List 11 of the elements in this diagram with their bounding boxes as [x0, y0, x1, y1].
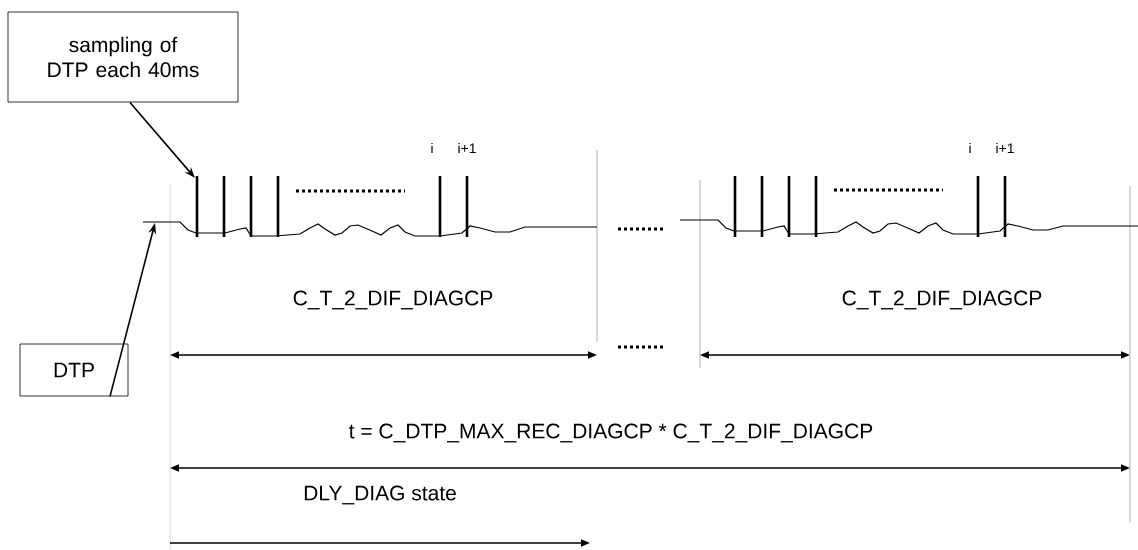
callout-box: DTP	[19, 343, 129, 397]
leader-arrow	[129, 101, 195, 178]
callout-box: sampling of DTP each 40ms	[7, 11, 239, 103]
index-label: i+1	[458, 142, 476, 154]
formula-label: t = C_DTP_MAX_REC_DIAGCP * C_T_2_DIF_DIAGCP	[349, 423, 873, 443]
index-label: i	[431, 142, 433, 154]
index-label: i	[969, 142, 971, 154]
index-label: i+1	[996, 142, 1014, 154]
duration-label: C_T_2_DIF_DIAGCP	[293, 290, 493, 310]
state-label: DLY_DIAG state	[304, 485, 456, 505]
duration-label: C_T_2_DIF_DIAGCP	[842, 290, 1042, 310]
